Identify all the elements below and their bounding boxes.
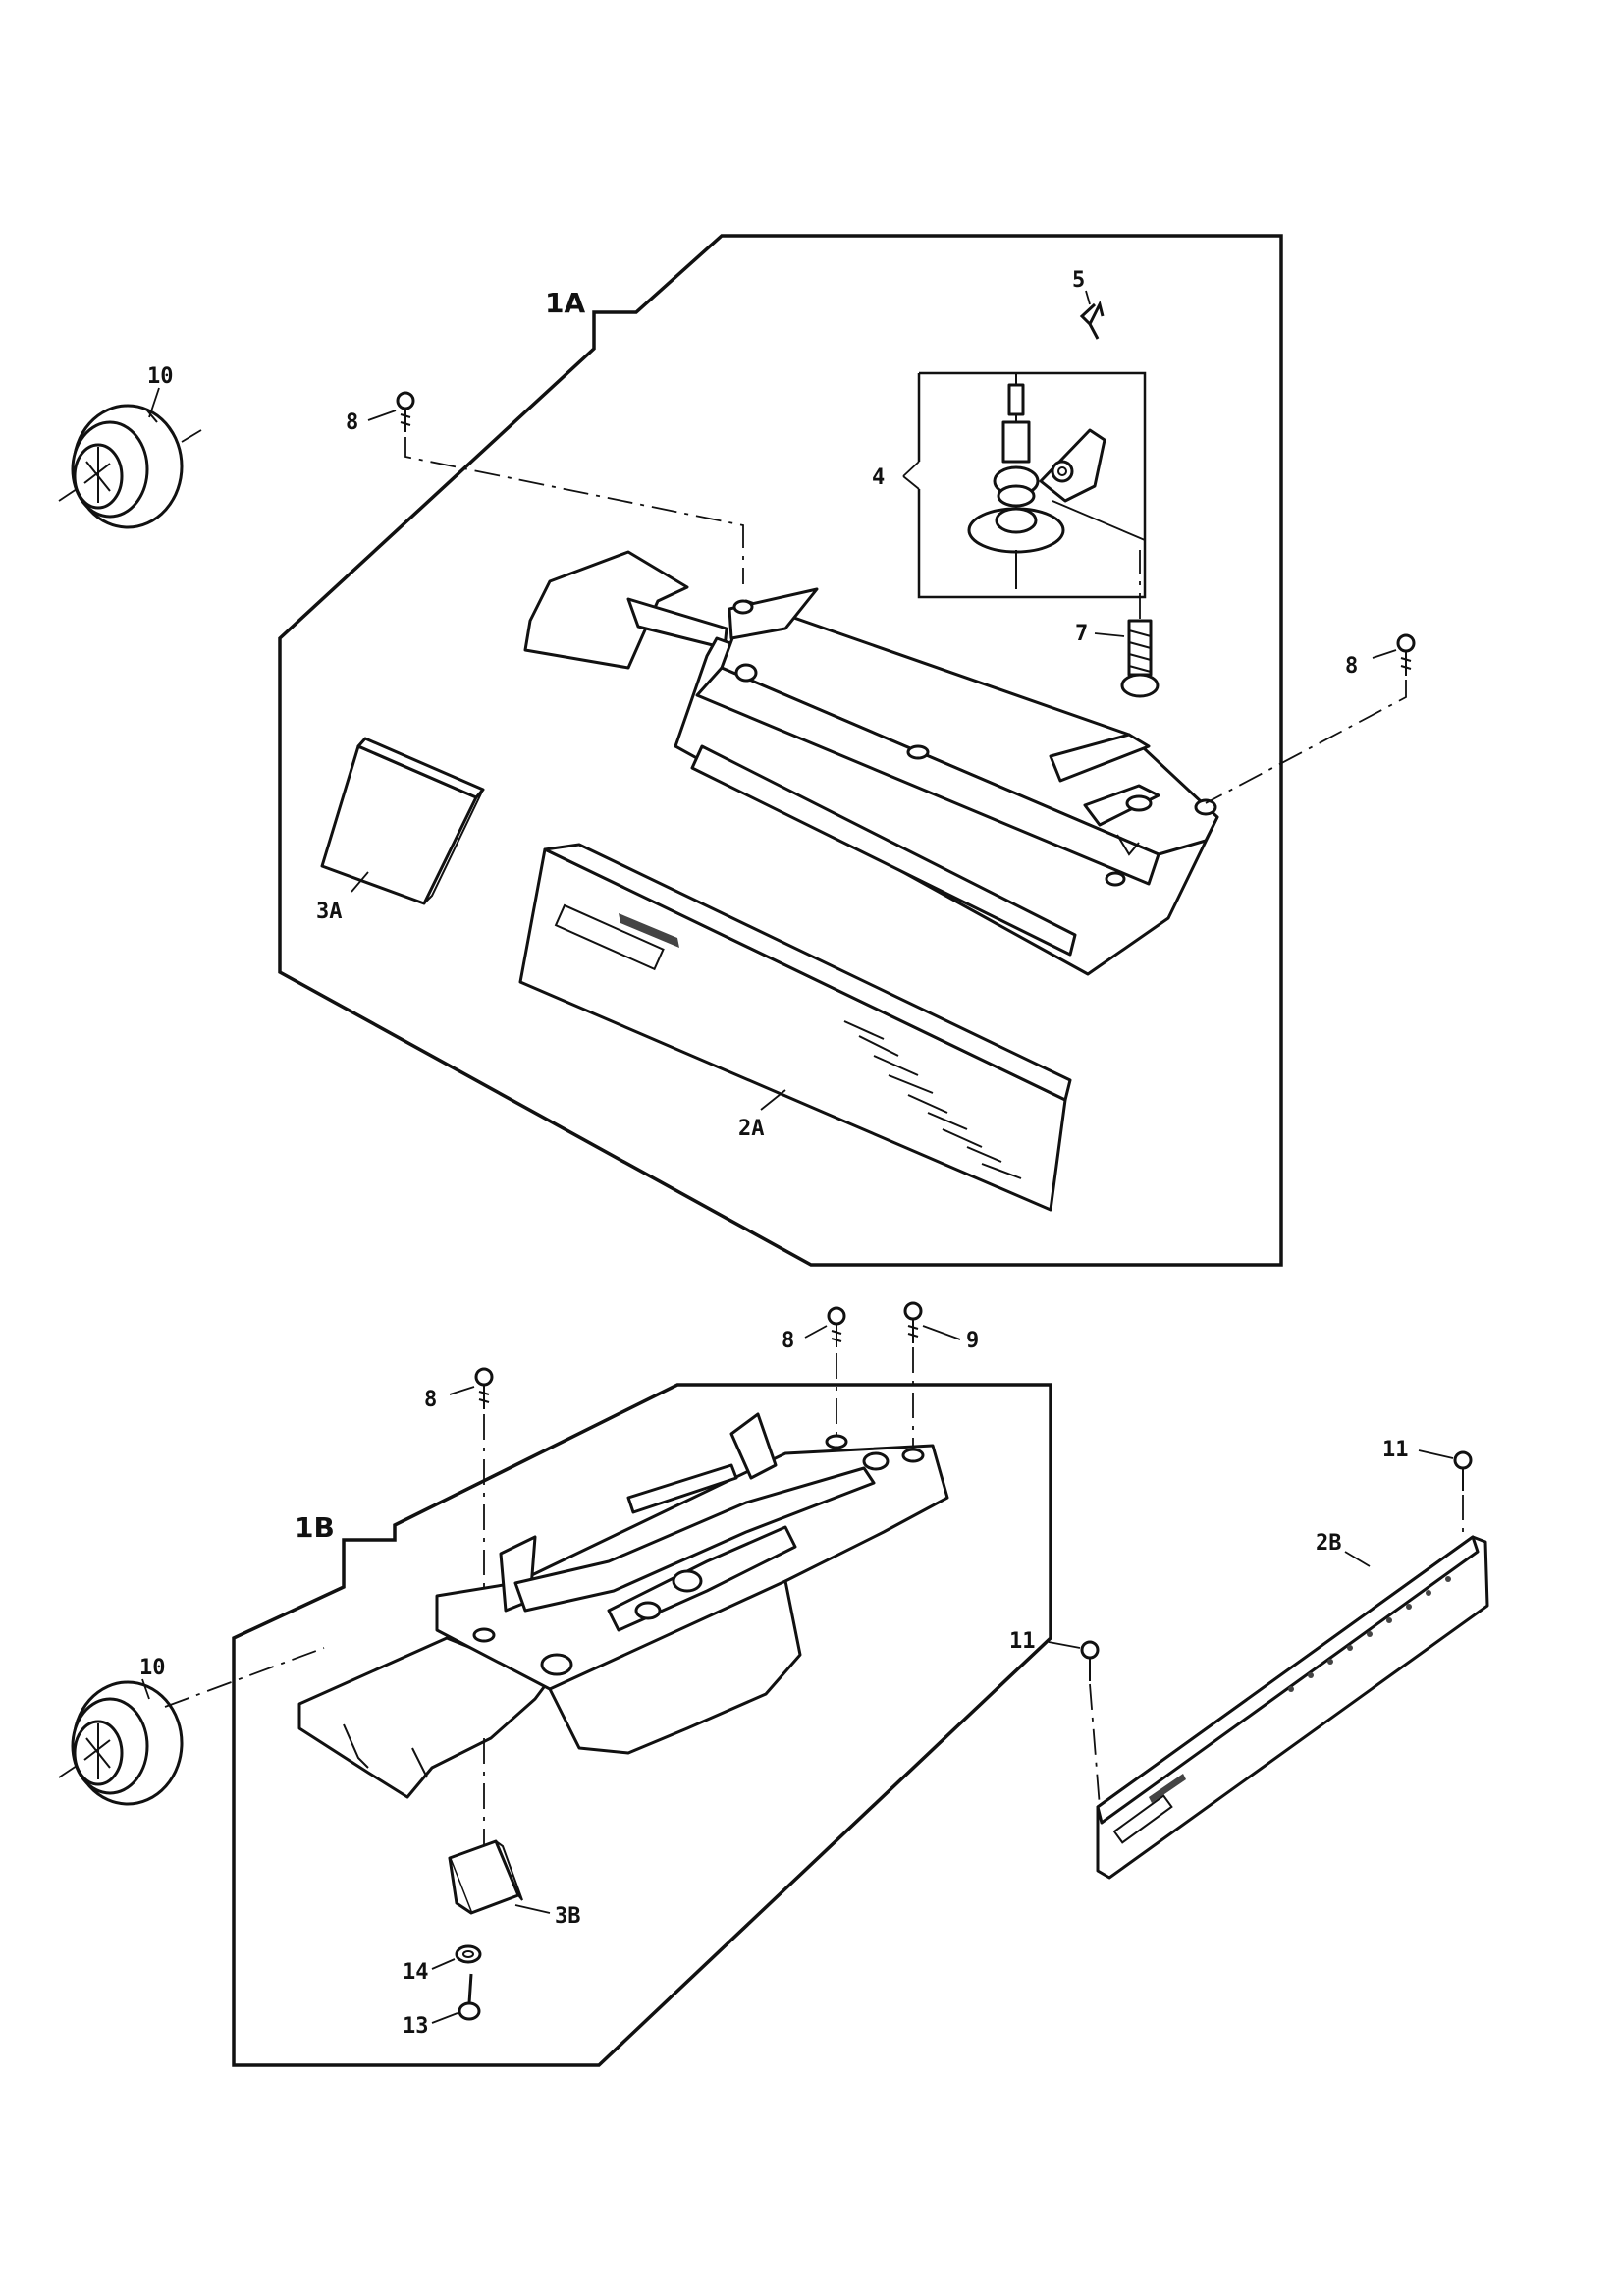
panel-2a-label: 2A: [738, 1117, 765, 1141]
washer-14-label: 14: [403, 1960, 429, 1985]
screw-8-b-mid-label: 8: [782, 1329, 794, 1353]
cover-3b: [448, 1839, 523, 1915]
bolt-7-icon: [1120, 619, 1160, 698]
cover-3a: [320, 737, 485, 905]
screw-13-icon: [458, 1973, 481, 2021]
cover-3a-label: 3A: [316, 900, 343, 924]
cover-3b-label: 3B: [555, 1904, 581, 1929]
screw-11-right-label: 11: [1382, 1438, 1409, 1462]
assembly-4-box: [917, 371, 1147, 599]
panel-2b-indicator-dots: [1288, 1576, 1451, 1692]
knob-10-top: [58, 404, 202, 529]
assembly-4-label: 4: [872, 465, 885, 490]
panel-2a: [518, 843, 1072, 1212]
group-1b-label: 1B: [295, 1511, 335, 1544]
spring-5-label: 5: [1072, 268, 1085, 293]
group-1a-label: 1A: [545, 287, 585, 319]
shaft-assembly-4: [967, 373, 1106, 589]
screw-8-top-left-label: 8: [346, 410, 358, 435]
screw-9-icon: [903, 1301, 923, 1343]
screw-9-label: 9: [966, 1329, 979, 1353]
panel-2b-label: 2B: [1316, 1531, 1342, 1556]
screw-8-top-left-icon: [396, 391, 415, 432]
screw-8-right-label: 8: [1345, 654, 1358, 679]
screw-13-label: 13: [403, 2014, 429, 2039]
spring-5-icon: [1079, 300, 1105, 340]
knob-10-bottom-label: 10: [139, 1656, 166, 1680]
knob-10-top-label: 10: [147, 364, 174, 389]
washer-14-icon: [455, 1944, 482, 1964]
screw-11-left-label: 11: [1009, 1629, 1036, 1654]
screw-11-right-icon: [1453, 1450, 1473, 1491]
screw-8-b-left-label: 8: [424, 1388, 437, 1412]
lower-housing-1b: [297, 1412, 949, 1799]
knob-10-bottom: [58, 1680, 184, 1806]
panel-2b: [1096, 1535, 1489, 1880]
bolt-7-label: 7: [1075, 622, 1088, 646]
screw-8-b-left-icon: [474, 1367, 494, 1409]
screw-8-right-icon: [1396, 633, 1416, 676]
screw-8-b-mid-icon: [827, 1306, 846, 1347]
screw-11-left-icon: [1080, 1640, 1100, 1681]
upper-housing-1a: [523, 550, 1219, 976]
group-1b-frame: [232, 1383, 1052, 2067]
group-1a-frame: [278, 234, 1283, 1267]
